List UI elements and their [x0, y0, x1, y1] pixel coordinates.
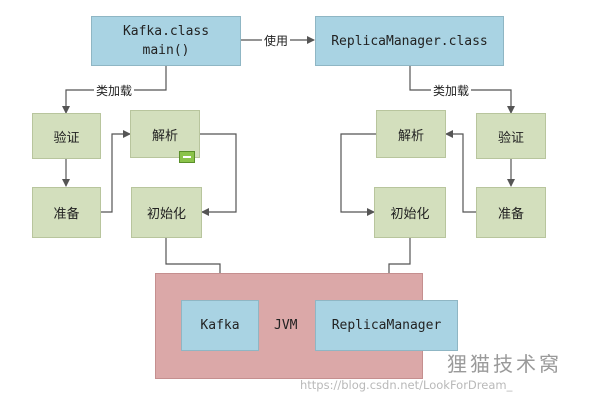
url-watermark: https://blog.csdn.net/LookForDream_	[300, 378, 513, 392]
left-parse-text: 解析	[151, 128, 178, 144]
jvm-replica-node: ReplicaManager	[315, 300, 458, 351]
right-verify-text: 验证	[497, 130, 524, 146]
load-edge-right-label: 类加载	[431, 82, 472, 99]
kafka-class-main-method: main()	[142, 43, 190, 58]
jvm-label: JVM	[274, 318, 298, 333]
left-init-node: 初始化	[131, 187, 202, 238]
kafka-class-filename: Kafka.class	[122, 24, 210, 39]
jvm-kafka-text: Kafka	[200, 318, 240, 333]
replica-class-filename: ReplicaManager.class	[331, 33, 488, 49]
right-verify-node: 验证	[476, 113, 546, 159]
jvm-kafka-node: Kafka	[181, 300, 259, 351]
jvm-replica-text: ReplicaManager	[331, 318, 442, 333]
left-parse-to-init	[200, 133, 237, 216]
brand-watermark: 狸猫技术窝	[447, 352, 562, 376]
left-prepare-text: 准备	[53, 207, 80, 222]
left-verify-text: 验证	[53, 130, 80, 146]
right-prepare-text: 准备	[497, 207, 524, 222]
left-verify-node: 验证	[32, 113, 101, 159]
right-init-text: 初始化	[390, 207, 430, 222]
right-init-node: 初始化	[374, 187, 446, 238]
right-parse-to-init	[340, 133, 376, 216]
load-edge-left-label: 类加载	[94, 82, 135, 99]
right-prepare-node: 准备	[476, 187, 546, 238]
replica-class-node: ReplicaManager.class	[315, 16, 504, 66]
right-parse-node: 解析	[376, 110, 446, 158]
left-prepare-node: 准备	[32, 187, 101, 238]
right-prepare-to-parse	[445, 130, 476, 213]
left-init-text: 初始化	[146, 207, 186, 222]
left-parse-node: 解析	[130, 110, 200, 158]
minus-icon	[179, 151, 195, 163]
right-parse-text: 解析	[397, 128, 424, 144]
left-prepare-to-parse	[101, 130, 131, 213]
kafka-class-node: Kafka.class main()	[91, 16, 241, 66]
use-edge-label: 使用	[262, 32, 291, 49]
